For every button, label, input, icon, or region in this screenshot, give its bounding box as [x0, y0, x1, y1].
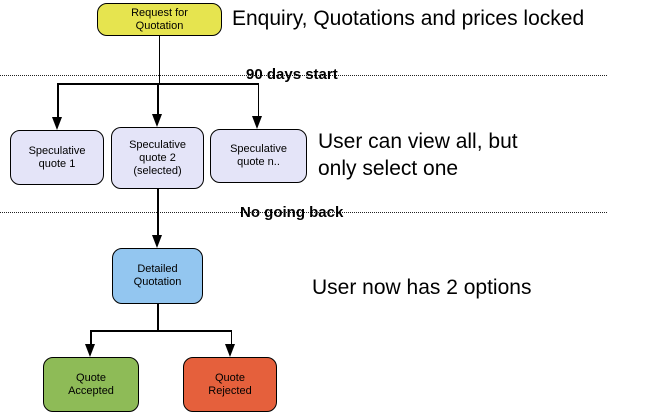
connector-branch-bar-bottom — [90, 330, 231, 332]
connector-request-stem — [158, 36, 160, 83]
arrowhead-to-spec2-icon — [151, 114, 162, 127]
milestone-90-days-start: 90 days start — [246, 66, 338, 83]
divider-no-going-back — [0, 212, 607, 213]
milestone-no-going-back: No going back — [240, 204, 344, 221]
connector-detailed-stem — [157, 304, 159, 330]
arrowhead-to-detailed-icon — [151, 235, 162, 248]
connector-drop-accepted — [90, 330, 92, 344]
node-quote-rejected: Quote Rejected — [183, 357, 277, 412]
node-speculative-quote-n-label: Speculative quote n.. — [230, 143, 287, 168]
node-quote-accepted-label: Quote Accepted — [68, 371, 114, 397]
node-speculative-quote-2-label: Speculative quote 2 (selected) — [129, 138, 186, 177]
node-request-for-quotation: Request for Quotation — [97, 3, 222, 36]
arrowhead-to-spec1-icon — [51, 117, 62, 130]
annotation-enquiry-locked: Enquiry, Quotations and prices locked — [232, 7, 585, 30]
connector-drop-spec2 — [157, 83, 159, 114]
node-speculative-quote-1-label: Speculative quote 1 — [28, 144, 86, 170]
node-speculative-quote-1: Speculative quote 1 — [10, 130, 104, 185]
arrowhead-to-accepted-icon — [84, 344, 95, 357]
arrowhead-to-rejected-icon — [225, 344, 235, 357]
connector-spec2-to-detailed — [157, 189, 159, 236]
connector-drop-spec1 — [57, 83, 59, 117]
node-quote-accepted: Quote Accepted — [43, 357, 139, 412]
node-speculative-quote-2: Speculative quote 2 (selected) — [111, 127, 204, 189]
connector-drop-rejected — [230, 330, 232, 344]
node-quote-rejected-label: Quote Rejected — [208, 371, 252, 397]
annotation-two-options: User now has 2 options — [312, 276, 532, 299]
node-speculative-quote-n: Speculative quote n.. — [210, 129, 307, 183]
divider-90-days — [0, 75, 607, 76]
arrowhead-to-specn-icon — [252, 116, 262, 129]
node-detailed-quotation: Detailed Quotation — [112, 248, 203, 304]
node-detailed-quotation-label: Detailed Quotation — [133, 263, 182, 288]
annotation-view-all: User can view all, but only select one — [318, 130, 518, 180]
connector-drop-specn — [257, 83, 259, 116]
node-request-for-quotation-label: Request for Quotation — [131, 6, 188, 32]
